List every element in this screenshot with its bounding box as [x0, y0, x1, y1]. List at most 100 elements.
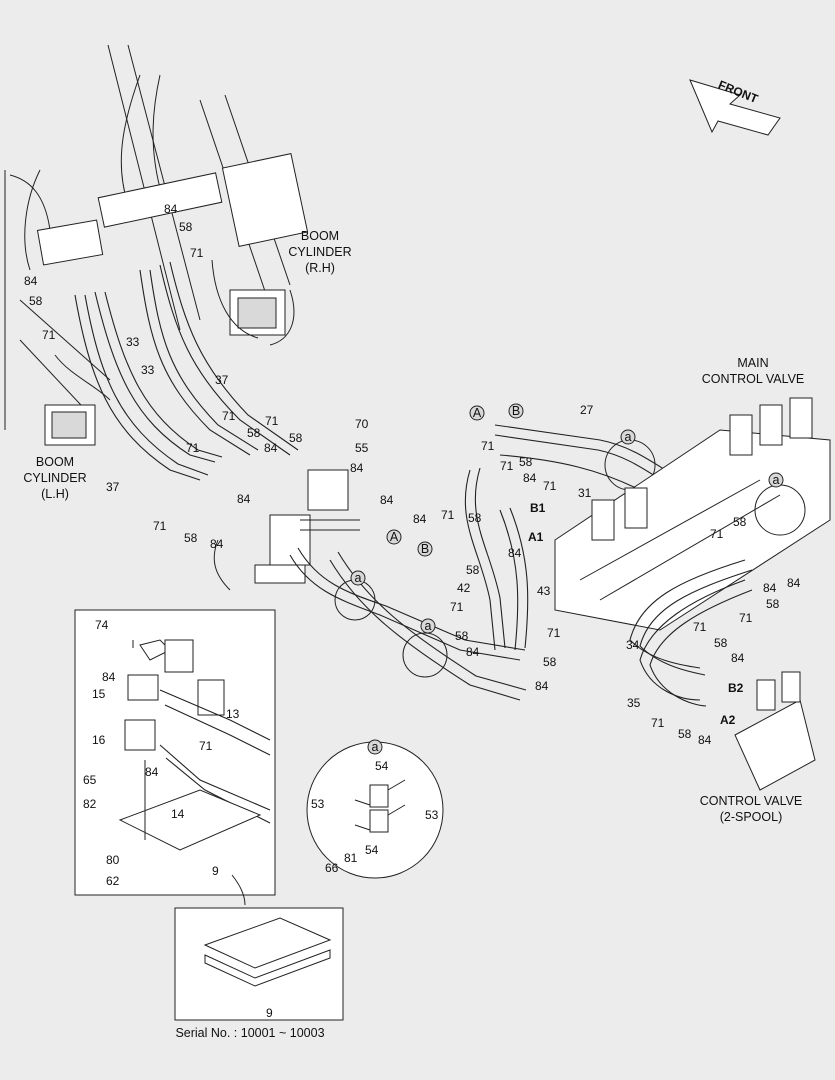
boom-rh-line3: (R.H): [305, 261, 335, 275]
callout-71: 71: [739, 611, 753, 625]
serial-inset: [174, 874, 344, 1021]
callout-74: 74: [95, 618, 109, 632]
callout-84: 84: [102, 670, 116, 684]
detail-inset: [74, 539, 276, 896]
callout-53: 53: [311, 797, 325, 811]
circle-tags: A B A B a a a a a: [350, 403, 784, 755]
callout-15: 15: [92, 687, 106, 701]
callout-71: 71: [265, 414, 279, 428]
callout-27: 27: [580, 403, 594, 417]
callout-84: 84: [731, 651, 745, 665]
tag-A-mid: A: [390, 530, 399, 544]
callout-71: 71: [153, 519, 167, 533]
main-cv-line1: MAIN: [737, 356, 768, 370]
tag-B-top: B: [512, 404, 520, 418]
tag-A-top: A: [473, 406, 482, 420]
detail-a-circle: [306, 741, 444, 879]
callout-58: 58: [543, 655, 557, 669]
tag-a-mcv: a: [773, 473, 780, 487]
callout-84: 84: [210, 537, 224, 551]
callout-58: 58: [29, 294, 43, 308]
callout-9: 9: [212, 864, 219, 878]
callout-84: 84: [145, 765, 159, 779]
callout-71: 71: [441, 508, 455, 522]
callout-58: 58: [714, 636, 728, 650]
callout-82: 82: [83, 797, 97, 811]
callout-58: 58: [466, 563, 480, 577]
callout-16: 16: [92, 733, 106, 747]
control-valve-2spool: [734, 671, 816, 791]
callout-58: 58: [766, 597, 780, 611]
callout-71: 71: [710, 527, 724, 541]
callout-71: 71: [547, 626, 561, 640]
boom-cylinder-rh: [97, 44, 309, 346]
callout-65: 65: [83, 773, 97, 787]
boom-rh-line2: CYLINDER: [288, 245, 351, 259]
callout-31: 31: [578, 486, 592, 500]
hoses-34-35: [629, 559, 753, 707]
callout-71: 71: [186, 441, 200, 455]
callout-58: 58: [179, 220, 193, 234]
callout-55: 55: [355, 441, 369, 455]
callout-33: 33: [126, 335, 140, 349]
callout-71: 71: [543, 479, 557, 493]
hoses-33-37: [74, 261, 299, 481]
callout-58: 58: [184, 531, 198, 545]
callout-13: 13: [226, 707, 240, 721]
callout-71: 71: [42, 328, 56, 342]
callout-58: 58: [519, 455, 533, 469]
port-B2: B2: [728, 681, 744, 695]
callout-84: 84: [380, 493, 394, 507]
boom-cylinder-lh: [4, 169, 111, 446]
port-labels: B1 A1 B2 A2: [528, 501, 744, 727]
callout-84: 84: [413, 512, 427, 526]
tag-B-mid: B: [421, 542, 429, 556]
callout-43: 43: [537, 584, 551, 598]
callout-71: 71: [693, 620, 707, 634]
callout-58: 58: [289, 431, 303, 445]
callout-71: 71: [500, 459, 514, 473]
callout-80: 80: [106, 853, 120, 867]
callout-84: 84: [763, 581, 777, 595]
callout-84: 84: [508, 546, 522, 560]
callout-58: 58: [733, 515, 747, 529]
boom-rh-line1: BOOM: [301, 229, 339, 243]
callout-58: 58: [678, 727, 692, 741]
tag-a-detail: a: [372, 740, 379, 754]
boom-lh-line2: CYLINDER: [23, 471, 86, 485]
callout-84: 84: [535, 679, 549, 693]
boom-lh-line3: (L.H): [41, 487, 69, 501]
callout-53: 53: [425, 808, 439, 822]
callout-71: 71: [481, 439, 495, 453]
callout-84: 84: [237, 492, 251, 506]
front-arrow: FRONT: [689, 78, 781, 136]
callout-58: 58: [455, 629, 469, 643]
callout-58: 58: [247, 426, 261, 440]
callout-35: 35: [627, 696, 641, 710]
component-captions: BOOM CYLINDER (R.H) BOOM CYLINDER (L.H) …: [23, 229, 804, 1040]
callout-54: 54: [375, 759, 389, 773]
callout-81: 81: [344, 851, 358, 865]
callout-14: 14: [171, 807, 185, 821]
cv-2spool-line2: (2-SPOOL): [720, 810, 783, 824]
part-callouts: 84 58 71 84 58 71 33 33 37 37 71 71 58 5…: [24, 202, 801, 1020]
callout-42: 42: [457, 581, 471, 595]
callout-33: 33: [141, 363, 155, 377]
callout-71: 71: [190, 246, 204, 260]
serial-label: Serial No. : 10001 ~ 10003: [175, 1026, 324, 1040]
callout-84: 84: [523, 471, 537, 485]
callout-71: 71: [199, 739, 213, 753]
callout-71: 71: [222, 409, 236, 423]
callout-70: 70: [355, 417, 369, 431]
callout-9: 9: [266, 1006, 273, 1020]
cv-2spool-line1: CONTROL VALVE: [700, 794, 803, 808]
callout-62: 62: [106, 874, 120, 888]
main-cv-line2: CONTROL VALVE: [702, 372, 805, 386]
callout-84: 84: [466, 645, 480, 659]
callout-84: 84: [164, 202, 178, 216]
callout-71: 71: [450, 600, 464, 614]
port-A2: A2: [720, 713, 736, 727]
callout-37: 37: [106, 480, 120, 494]
callout-66: 66: [325, 861, 339, 875]
tag-a-27: a: [625, 430, 632, 444]
